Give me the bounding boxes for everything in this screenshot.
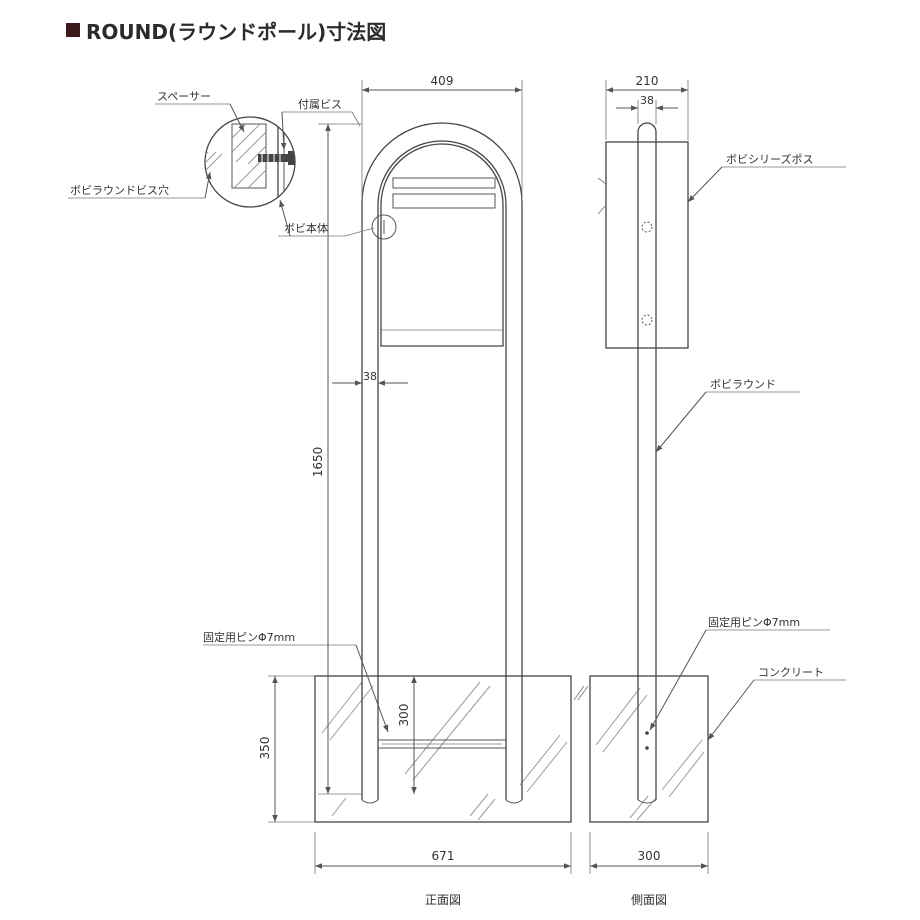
concrete-hatch-front [321,681,568,821]
label-spacer: スペーサー [157,90,211,103]
front-view: 409 38 1650 300 350 671 固定用ピンΦ7mm 正面図 [203,74,572,907]
caption-front-view: 正面図 [425,893,461,907]
round-pole-front [361,122,523,804]
dim-concrete-width-side: 300 [638,849,661,863]
dim-height: 1650 [311,447,325,478]
concrete-block-side [589,675,709,823]
title-square-icon [66,23,80,37]
page-title: ROUND(ラウンドポール)寸法図 [86,19,387,44]
dim-front-pole: 38 [363,370,377,383]
mailbox-body-front [380,143,504,347]
caption-side-view: 側面図 [631,893,667,907]
dim-side-pole: 38 [640,94,654,107]
side-view: 210 38 300 ボビシリーズポス ボビラウンド 固定用ピンΦ7mm コンク… [573,74,846,907]
screw-detail-marker [371,214,397,240]
screw-detail: スペーサー 付属ビス ボビラウンドビス穴 ボビ本体 [68,90,375,237]
dim-concrete-height: 350 [258,737,272,760]
concrete-hatch-side [595,687,705,821]
label-fixing-pin-side: 固定用ピンΦ7mm [708,615,800,629]
label-bobi-body: ボビ本体 [284,221,328,235]
dim-concrete-width-front: 671 [432,849,455,863]
title-row: ROUND(ラウンドポール)寸法図 [66,14,386,46]
label-bobi-series-post: ボビシリーズポス [726,152,813,166]
dim-side-width: 210 [636,74,659,88]
round-pole-side [637,122,657,800]
label-concrete: コンクリート [758,666,824,679]
label-bobi-round: ボビラウンド [710,378,776,391]
label-screw-hole: ボビラウンドビス穴 [70,183,169,197]
mailbox-body-side [605,141,689,349]
label-included-screw: 付属ビス [298,98,342,111]
label-fixing-pin-front: 固定用ピンΦ7mm [203,630,295,644]
dim-embed-depth: 300 [397,704,411,727]
concrete-block-front [314,675,572,823]
dim-front-width: 409 [431,74,454,88]
